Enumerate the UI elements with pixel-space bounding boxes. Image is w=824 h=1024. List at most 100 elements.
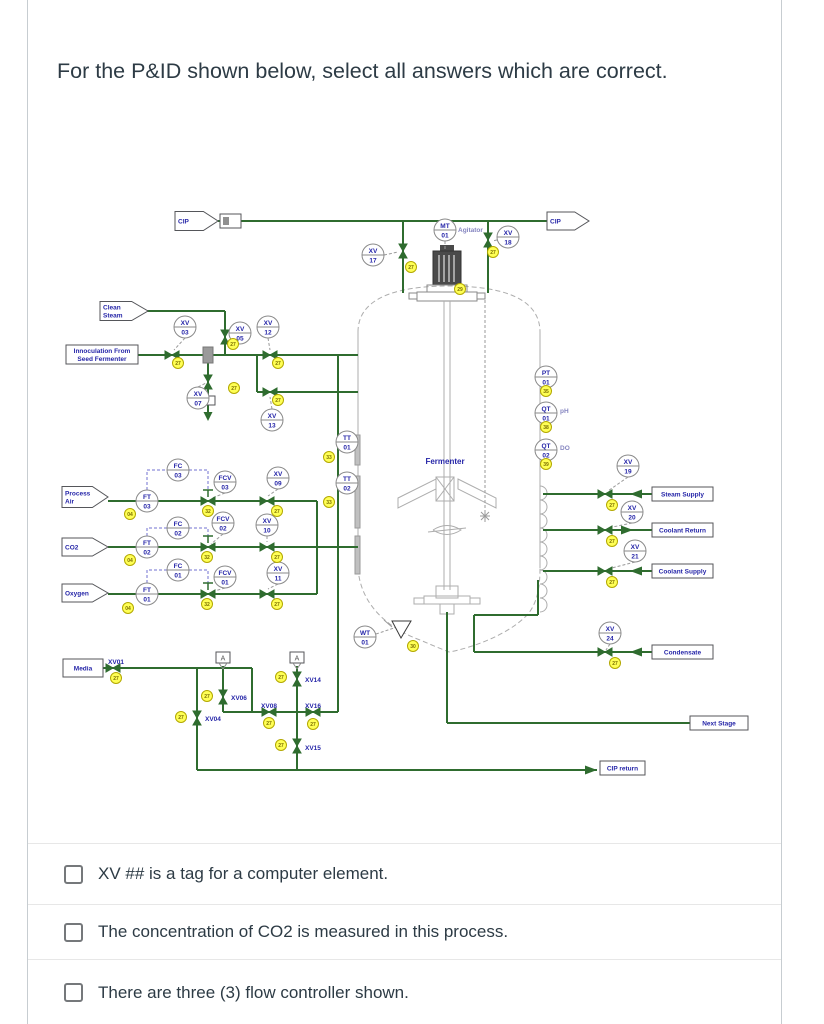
note-badge bbox=[405, 261, 417, 273]
stream-flag bbox=[174, 211, 219, 231]
instrument-tag-number: 01 bbox=[441, 233, 449, 240]
stream-label-box bbox=[62, 658, 104, 678]
instrument-tag-number: 01 bbox=[174, 573, 182, 580]
block-valve-icon bbox=[597, 566, 613, 576]
jacket-coil bbox=[539, 485, 548, 613]
flow-arrow bbox=[630, 647, 642, 657]
note-badge bbox=[275, 671, 287, 683]
instrument-tag-letters: FC bbox=[174, 463, 183, 470]
instrument-tag-number: 03 bbox=[221, 485, 229, 492]
control-signal-line bbox=[146, 469, 167, 490]
stream-label-text: Seed Fermenter bbox=[77, 356, 127, 363]
a-box-funnel bbox=[296, 662, 302, 670]
instrument-tag-number: 02 bbox=[174, 531, 182, 538]
diagram-label-XV06: XV06 bbox=[231, 695, 247, 702]
instrument-signal-line bbox=[607, 476, 629, 492]
a-box-label: A bbox=[295, 656, 300, 663]
note-badge-number: 27 bbox=[310, 722, 316, 728]
note-badge-number: 04 bbox=[127, 512, 133, 518]
stream-label-box bbox=[599, 760, 646, 776]
instrument-tag-letters: XV bbox=[274, 566, 283, 573]
note-badge bbox=[201, 690, 213, 702]
note-badge bbox=[606, 535, 618, 547]
stream-label-box bbox=[651, 522, 714, 538]
instrument-signal-line bbox=[267, 337, 271, 351]
stream-flag bbox=[61, 537, 110, 557]
block-valve-icon bbox=[262, 350, 278, 360]
instrument-tag-letters: XV bbox=[274, 471, 283, 478]
answer-list: XV ## is a tag for a computer element. T… bbox=[28, 843, 781, 1024]
stream-flag bbox=[61, 583, 110, 603]
question-title: For the P&ID shown below, select all ans… bbox=[57, 59, 668, 83]
block-valve-icon bbox=[398, 243, 408, 259]
answer-checkbox-2[interactable] bbox=[64, 922, 83, 942]
note-badge bbox=[175, 711, 187, 723]
bottom-outlet-assembly bbox=[413, 585, 481, 615]
stream-flag-label: Clean bbox=[103, 305, 121, 312]
control-valve-icon bbox=[200, 542, 216, 552]
block-valve-icon bbox=[262, 387, 278, 397]
note-badge-number: 27 bbox=[278, 675, 284, 681]
stream-label-text: CIP return bbox=[607, 766, 638, 773]
agitator-motor-icon bbox=[408, 245, 486, 302]
card-right-border bbox=[781, 0, 782, 1024]
instrument-tag-number: 20 bbox=[628, 515, 636, 522]
note-badge bbox=[540, 421, 552, 433]
instrument-tag-letters: XV bbox=[606, 626, 615, 633]
instrument-tag-letters: FC bbox=[174, 521, 183, 528]
note-badge-number: 27 bbox=[113, 676, 119, 682]
instrument-tag-number: 02 bbox=[343, 486, 351, 493]
flow-arrow bbox=[630, 566, 642, 576]
stream-label-text: Innoculation From bbox=[74, 348, 131, 355]
note-badge-number: 27 bbox=[275, 398, 281, 404]
note-badge bbox=[609, 657, 621, 669]
a-box bbox=[289, 651, 305, 664]
stream-flag bbox=[99, 301, 149, 321]
note-badge-number: 33 bbox=[326, 455, 332, 461]
instrument-tag-letters: FT bbox=[143, 540, 151, 547]
note-badge-number: 27 bbox=[230, 342, 236, 348]
note-badge-number: 27 bbox=[609, 580, 615, 586]
note-badge bbox=[124, 554, 136, 566]
diagram-label-XV14: XV14 bbox=[305, 677, 321, 684]
instrument-tag-number: 09 bbox=[274, 481, 282, 488]
load-cell-icon bbox=[391, 620, 412, 640]
note-badge-number: 32 bbox=[205, 509, 211, 515]
instrument-tag-number: 17 bbox=[369, 258, 377, 265]
block-valve-icon bbox=[218, 689, 228, 705]
instrument-tag-letters: MT bbox=[440, 223, 449, 230]
note-badge bbox=[271, 551, 283, 563]
note-badge-number: 29 bbox=[457, 287, 463, 293]
diagram-label-pH: pH bbox=[560, 408, 569, 415]
instrument-signal-line bbox=[605, 643, 611, 651]
instrument-tag-letters: XV bbox=[181, 320, 190, 327]
note-badge bbox=[201, 551, 213, 563]
block-valve-icon bbox=[105, 663, 121, 673]
instrument-tag-number: 01 bbox=[221, 580, 229, 587]
note-badge-number: 27 bbox=[274, 509, 280, 515]
note-badge-number: 27 bbox=[204, 694, 210, 700]
stream-flag-label: Oxygen bbox=[65, 591, 89, 598]
note-badge-number: 27 bbox=[278, 743, 284, 749]
stream-flag-label: CIP bbox=[550, 219, 562, 226]
answer-checkbox-3[interactable] bbox=[64, 983, 83, 1002]
level-probe-tip bbox=[480, 510, 490, 522]
flow-arrow bbox=[630, 489, 642, 499]
diagram-label-XV04: XV04 bbox=[205, 716, 221, 723]
a-box-funnel bbox=[292, 662, 298, 670]
instrument-tag-letters: FCV bbox=[217, 516, 231, 523]
instrument-tag-number: 02 bbox=[143, 550, 151, 557]
instrument-signal-line bbox=[173, 337, 186, 351]
diagram-label-XV16: XV16 bbox=[305, 703, 321, 710]
instrument-tag-letters: QT bbox=[541, 443, 550, 450]
instrument-tag-letters: XV bbox=[624, 459, 633, 466]
note-badge bbox=[272, 394, 284, 406]
block-valve-icon bbox=[259, 496, 275, 506]
note-badge-number: 27 bbox=[408, 265, 414, 271]
note-badge bbox=[454, 283, 466, 295]
note-badge-number: 33 bbox=[326, 500, 332, 506]
card-left-border bbox=[27, 0, 28, 1024]
answer-checkbox-1[interactable] bbox=[64, 864, 83, 884]
diagram-label-Fermenter: Fermenter bbox=[425, 457, 464, 466]
block-valve-icon bbox=[292, 671, 302, 687]
